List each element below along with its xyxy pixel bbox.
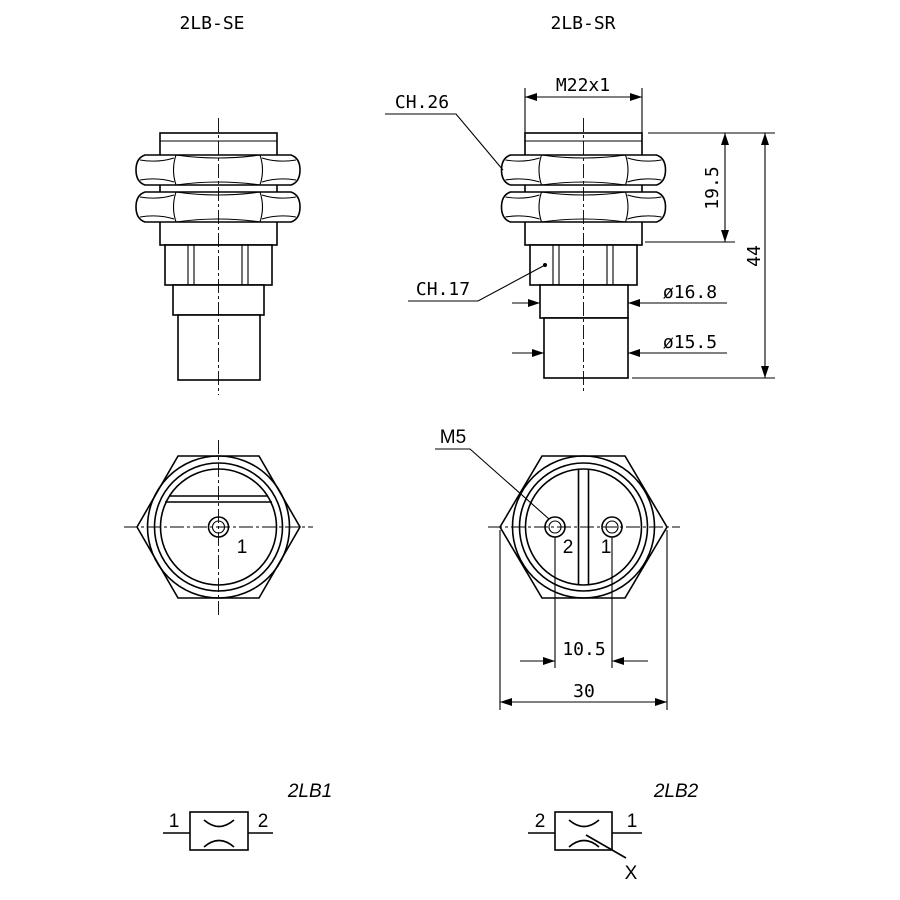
nut-hex-label: CH.26 bbox=[395, 92, 449, 113]
diameter-lower-label: ø15.5 bbox=[663, 332, 717, 353]
neck bbox=[539, 284, 629, 319]
symbol-2lb2-pin-right: 1 bbox=[627, 811, 638, 832]
diameter-upper-label: ø16.8 bbox=[663, 282, 717, 303]
terminal-label-2: 2 bbox=[563, 537, 574, 558]
hex-flats bbox=[187, 245, 249, 285]
symbol-2lb1-pin-right: 2 bbox=[258, 811, 269, 832]
dimension-diameter-lower: ø15.5 bbox=[512, 332, 727, 357]
symbol-2lb2: 2LB2 2 1 X bbox=[528, 781, 699, 884]
leader-body-hex: CH.17 bbox=[408, 263, 547, 302]
side-view-2lb-se bbox=[135, 118, 301, 395]
symbol-arcs bbox=[203, 819, 235, 848]
end-view-2lb-sr: 2 1 bbox=[488, 455, 680, 599]
dimension-width: 30 bbox=[499, 530, 668, 710]
symbol-2lb1-label: 2LB1 bbox=[287, 781, 332, 802]
leader-terminal-thread: M5 bbox=[435, 427, 550, 520]
symbol-diagonal bbox=[585, 834, 627, 859]
nut-lower bbox=[135, 191, 301, 223]
symbol-2lb2-pin-left: 2 bbox=[535, 811, 546, 832]
title-2lb-se: 2LB-SE bbox=[179, 13, 244, 34]
symbol-box bbox=[189, 811, 249, 851]
symbol-box bbox=[554, 811, 613, 851]
nut-upper bbox=[135, 154, 301, 186]
symbol-arcs bbox=[568, 819, 600, 848]
terminal-label-1: 1 bbox=[237, 537, 248, 558]
dimension-terminal-spacing: 10.5 bbox=[520, 537, 648, 668]
side-view-2lb-sr bbox=[500, 118, 667, 392]
sensor-cylinder bbox=[543, 317, 629, 379]
symbol-2lb2-extra: X bbox=[625, 863, 638, 884]
height-thread-label: 19.5 bbox=[702, 166, 723, 209]
body-hex-label: CH.17 bbox=[416, 279, 470, 300]
height-total-label: 44 bbox=[744, 245, 765, 267]
terminal-thread-label: M5 bbox=[440, 427, 466, 448]
thread-label: M22x1 bbox=[556, 75, 610, 96]
inner-ring bbox=[524, 468, 643, 586]
sensor-cylinder bbox=[177, 314, 261, 381]
dimension-height-thread: 19.5 bbox=[645, 132, 775, 243]
symbol-2lb2-label: 2LB2 bbox=[653, 781, 699, 802]
leader-nut-hex: CH.26 bbox=[385, 92, 504, 171]
symbol-2lb1: 2LB1 1 2 bbox=[163, 781, 332, 851]
dimension-diameter-upper: ø16.8 bbox=[512, 282, 727, 307]
title-2lb-sr: 2LB-SR bbox=[550, 13, 615, 34]
symbol-2lb1-pin-left: 1 bbox=[169, 811, 180, 832]
dimension-height-total: 44 bbox=[632, 133, 775, 379]
hex-flats bbox=[552, 245, 614, 285]
end-view-2lb-se: 1 bbox=[124, 440, 313, 615]
terminal-spacing-label: 10.5 bbox=[562, 639, 605, 660]
dimension-thread: M22x1 bbox=[524, 75, 643, 133]
terminal-label-1: 1 bbox=[601, 537, 612, 558]
width-label: 30 bbox=[573, 681, 595, 702]
